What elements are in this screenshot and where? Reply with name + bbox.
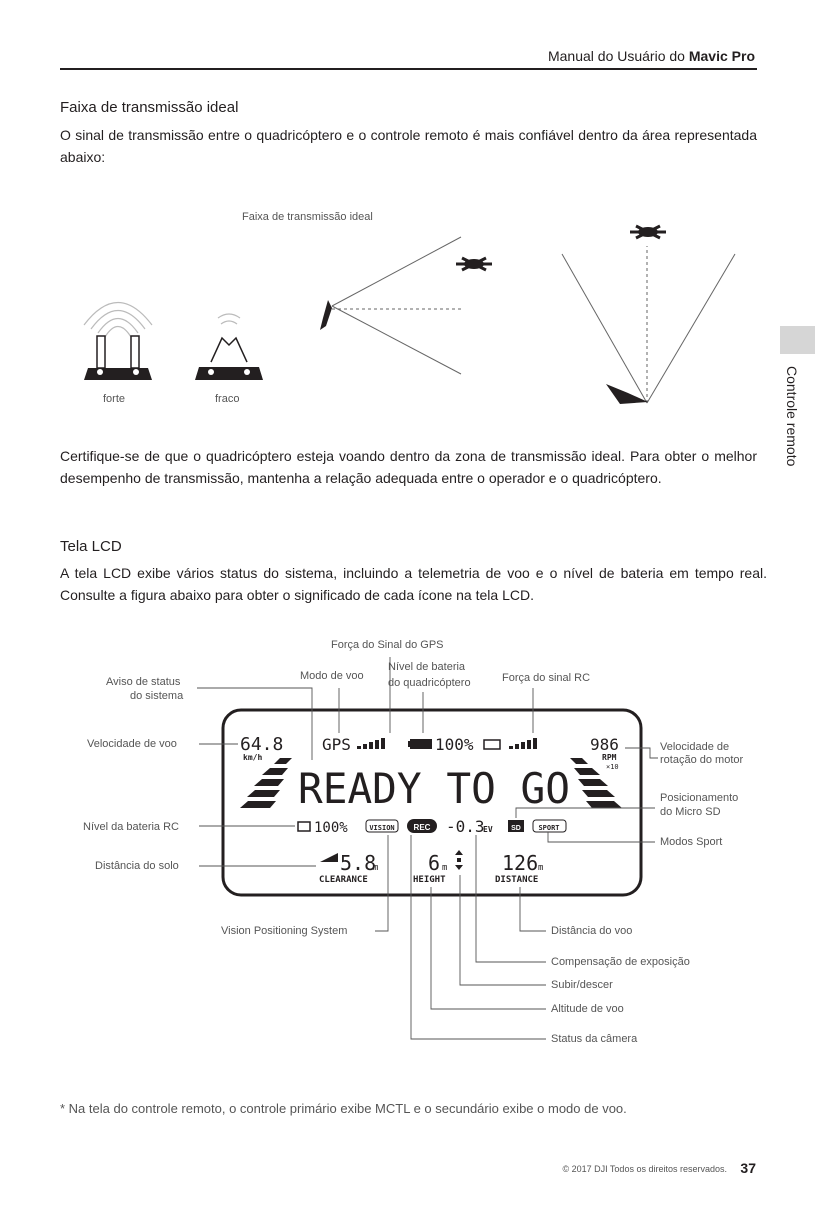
callout-ascend-descend: Subir/descer <box>551 979 613 991</box>
controller-weak-icon <box>195 313 263 380</box>
lcd-clearance-label: CLEARANCE <box>319 875 368 885</box>
header-prefix: Manual do Usuário do <box>547 48 685 64</box>
callout-flight-mode: Modo de voo <box>300 670 364 682</box>
callout-sd-position-2: do Micro SD <box>660 806 721 818</box>
section-title-lcd: Tela LCD <box>60 538 122 555</box>
lcd-ev: -0.3 <box>446 817 485 836</box>
controller-strong-icon <box>83 301 153 380</box>
lcd-speed-unit: km/h <box>243 753 262 762</box>
lcd-message: READY TO GO <box>298 764 570 813</box>
header-rule <box>60 68 757 70</box>
copyright: © 2017 DJI Todos os direitos reservados. <box>562 1164 727 1174</box>
callout-rc-battery: Nível da bateria RC <box>83 821 179 833</box>
rpm-bar-graph-right <box>570 758 622 808</box>
callout-vps: Vision Positioning System <box>221 925 348 937</box>
section-text-lcd: A tela LCD exibe vários status do sistem… <box>60 565 767 603</box>
lcd-speed: 64.8 <box>240 734 283 755</box>
drone-icon-2 <box>630 224 666 240</box>
lcd-rpm-unit: RPM <box>602 753 617 762</box>
page-number: 37 <box>740 1160 756 1176</box>
lcd-rc-battery: 100% <box>314 820 348 836</box>
lcd-distance: 126 <box>502 851 538 875</box>
figure-label-ideal-range: Faixa de transmissão ideal <box>242 211 373 223</box>
callout-motor-speed-1: Velocidade de <box>660 741 730 753</box>
lcd-distance-label: DISTANCE <box>495 875 538 885</box>
callout-aircraft-battery-2: do quadricóptero <box>388 677 471 689</box>
callout-sd-position-1: Posicionamento <box>660 792 739 804</box>
lcd-rpm: 986 <box>590 735 619 754</box>
label-strong: forte <box>103 393 126 405</box>
callout-aircraft-battery-1: Nível de bateria <box>388 661 466 673</box>
callout-motor-speed-2: rotação do motor <box>660 754 744 766</box>
lcd-distance-unit: m <box>538 863 543 873</box>
lcd-ev-unit: EV <box>483 825 493 834</box>
transmission-cone-top <box>561 246 736 404</box>
callout-sport-modes: Modos Sport <box>660 836 723 848</box>
lcd-height: 6 <box>428 851 440 875</box>
controller-top-icon <box>606 384 648 404</box>
header-product: Mavic Pro <box>688 48 755 64</box>
speed-bar-graph-left <box>240 758 292 808</box>
section-note-transmission: Certifique-se de que o quadricóptero est… <box>60 448 757 486</box>
lcd-height-unit: m <box>442 863 447 873</box>
rc-signal-bars <box>509 738 537 749</box>
lcd-rpm-mult: ×10 <box>606 763 619 771</box>
section-title-transmission: Faixa de transmissão ideal <box>60 99 239 116</box>
callout-gps-signal: Força do Sinal do GPS <box>331 639 444 651</box>
footnote: * Na tela do controle remoto, o controle… <box>60 1101 627 1116</box>
lcd-vision: VISION <box>369 824 394 832</box>
lcd-frame <box>221 708 643 897</box>
section-text-transmission: O sinal de transmissão entre o quadricóp… <box>60 127 757 165</box>
drone-icon-1 <box>456 256 492 272</box>
rc-battery-icon <box>297 821 311 832</box>
lcd-sport: SPORT <box>538 824 559 832</box>
lcd-rec: REC <box>414 823 431 832</box>
lcd-clearance: 5.8 <box>340 851 376 875</box>
callout-lines <box>197 657 658 1040</box>
gps-signal-bars <box>357 738 385 749</box>
ascend-descend-icon <box>455 850 463 870</box>
callout-ground-distance: Distância do solo <box>95 860 179 872</box>
callout-exposure: Compensação de exposição <box>551 956 690 968</box>
lcd-battery: 100% <box>435 735 474 754</box>
transmission-cone-side <box>320 236 462 375</box>
lcd-gps: GPS <box>322 735 351 754</box>
controller-side-icon <box>320 300 332 330</box>
label-weak: fraco <box>215 393 240 405</box>
callout-status-warning-2: do sistema <box>130 690 184 702</box>
lcd-sd: SD <box>511 825 521 832</box>
lcd-height-label: HEIGHT <box>413 875 446 885</box>
rc-icon <box>483 739 501 750</box>
callout-status-warning-1: Aviso de status <box>106 676 181 688</box>
callout-flight-altitude: Altitude de voo <box>551 1003 624 1015</box>
callout-flight-speed: Velocidade de voo <box>87 738 177 750</box>
running-header: Manual do Usuário do Mavic Pro <box>548 48 755 64</box>
side-tab-marker <box>780 326 815 354</box>
side-tab-label: Controle remoto <box>784 366 800 467</box>
aircraft-battery-icon <box>408 739 432 749</box>
callout-rc-signal: Força do sinal RC <box>502 672 591 684</box>
lcd-clearance-unit: m <box>373 863 378 873</box>
callout-camera-status: Status da câmera <box>551 1033 638 1045</box>
callout-flight-distance: Distância do voo <box>551 925 633 937</box>
